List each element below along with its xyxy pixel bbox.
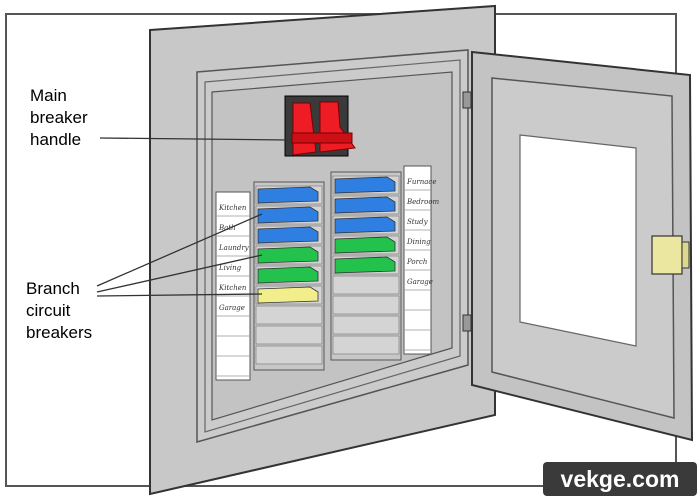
directory-entry: Laundry bbox=[218, 244, 250, 252]
main-breaker-label-line-3: handle bbox=[30, 130, 81, 149]
breaker-slot bbox=[332, 275, 400, 295]
main-breaker-label: Main breaker handle bbox=[30, 86, 92, 149]
directory-card bbox=[215, 191, 251, 381]
branch-breaker-toggle-blue bbox=[334, 216, 396, 234]
branch-breaker-toggle-green bbox=[334, 256, 396, 274]
site-badge-bg bbox=[543, 462, 697, 496]
directory-entry: Dining bbox=[406, 238, 431, 246]
panel-bezel-inner bbox=[204, 59, 461, 433]
branch-breaker-toggle-yellow bbox=[257, 286, 319, 304]
directory-entry: Garage bbox=[407, 278, 433, 286]
directory-entry: Kitchen bbox=[218, 204, 247, 212]
branch-breakers-label-line-2: circuit bbox=[26, 301, 71, 320]
door-latch-body bbox=[651, 235, 683, 275]
branch-leader-1 bbox=[96, 213, 263, 287]
branch-breaker-toggle-blue bbox=[334, 196, 396, 214]
main-breaker-leader bbox=[99, 137, 289, 141]
breaker-column-left bbox=[253, 181, 325, 371]
directory-entry: Porch bbox=[406, 258, 427, 266]
panel-door-window bbox=[519, 134, 637, 347]
site-badge: vekge.com bbox=[543, 462, 697, 496]
branch-breaker-toggle-blue bbox=[257, 206, 319, 224]
branch-leader-3 bbox=[96, 293, 263, 297]
branch-breaker-toggle-green bbox=[257, 266, 319, 284]
directory-entry: Furnace bbox=[406, 178, 436, 186]
branch-breakers-label-line-1: Branch bbox=[26, 279, 80, 298]
directory-entry: Bedroom bbox=[406, 198, 440, 206]
branch-leader-2 bbox=[96, 254, 263, 293]
main-breaker-tie-bar bbox=[291, 132, 353, 144]
breaker-slot bbox=[332, 295, 400, 315]
breaker-slot bbox=[255, 345, 323, 365]
hinge-top bbox=[462, 91, 472, 109]
branch-breaker-toggle-blue bbox=[257, 226, 319, 244]
main-breaker-label-line-2: breaker bbox=[30, 108, 88, 127]
branch-breakers-label-line-3: breakers bbox=[26, 323, 92, 342]
breaker-column-right bbox=[330, 171, 402, 361]
directory-entry: Garage bbox=[219, 304, 245, 312]
hinge-bottom bbox=[462, 314, 472, 332]
main-breaker-label-line-1: Main bbox=[30, 86, 67, 105]
breaker-slot bbox=[255, 305, 323, 325]
branch-breaker-toggle-green bbox=[257, 246, 319, 264]
branch-breakers-label: Branch circuit breakers bbox=[26, 279, 92, 342]
directory-entry: Living bbox=[218, 264, 242, 272]
site-badge-text: vekge.com bbox=[561, 466, 680, 492]
branch-breaker-toggle-blue bbox=[334, 176, 396, 194]
directory-entry: Kitchen bbox=[218, 284, 247, 292]
breaker-slot bbox=[332, 335, 400, 355]
directory-card bbox=[403, 165, 432, 355]
door-latch-tab bbox=[681, 241, 690, 269]
directory-entry: Bath bbox=[218, 224, 236, 232]
directory-entry: Study bbox=[407, 218, 429, 226]
branch-breaker-toggle-blue bbox=[257, 186, 319, 204]
branch-breaker-toggle-green bbox=[334, 236, 396, 254]
main-breaker bbox=[284, 95, 356, 157]
breaker-slot bbox=[332, 315, 400, 335]
breaker-slot bbox=[255, 325, 323, 345]
door-latch bbox=[651, 235, 690, 275]
